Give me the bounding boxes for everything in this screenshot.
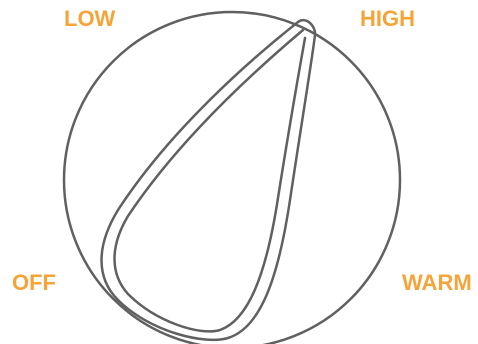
position-label-off: OFF xyxy=(12,272,56,294)
position-label-low: LOW xyxy=(64,8,115,30)
position-label-high: HIGH xyxy=(360,8,415,30)
position-label-warm: WARM xyxy=(402,272,472,294)
